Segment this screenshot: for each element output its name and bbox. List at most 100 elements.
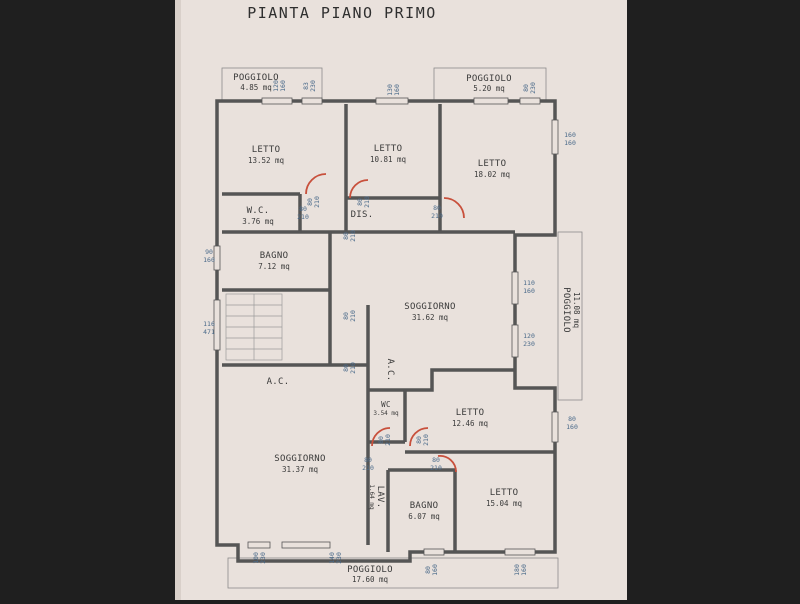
room-area: 1.64 mq: [368, 484, 375, 510]
room-area: 10.81 mq: [370, 155, 406, 164]
dimension-label: 80 210: [342, 230, 357, 242]
dimension-label: 80 210: [430, 456, 442, 472]
dim-width: 80: [377, 436, 385, 444]
dim-width: 80: [342, 232, 350, 240]
dim-width: 80: [306, 198, 314, 206]
window-soggiorno-east-2: [511, 324, 519, 358]
dim-height: 210: [363, 196, 371, 208]
window-soggiorno-east: [511, 271, 519, 305]
dimension-label: 120 160: [272, 80, 287, 92]
dimension-label: 80 230: [522, 82, 537, 94]
room-name: SOGGIORNO: [404, 302, 455, 312]
dimension-label: 80 210: [431, 204, 443, 220]
balcony-area: 4.85 mq: [240, 83, 272, 92]
dim-height: 160: [564, 139, 576, 147]
room-name: LAV.: [375, 486, 385, 509]
dim-width: 80: [415, 436, 423, 444]
dimension-label: 130 160: [386, 84, 401, 96]
dim-width: 100: [252, 552, 260, 564]
dim-height: 210: [384, 434, 392, 446]
dim-height: 160: [279, 80, 287, 92]
plan-title: PIANTA PIANO PRIMO: [247, 4, 437, 22]
dimension-label: 80 210: [362, 456, 374, 472]
dim-width: 80: [433, 204, 441, 212]
dim-width: 120: [523, 332, 535, 340]
balcony-name: POGGIOLO: [561, 287, 571, 333]
dimension-label: 140 230: [328, 552, 343, 564]
room-area: 18.02 mq: [474, 170, 510, 179]
dim-width: 80: [364, 456, 372, 464]
window-letto3-east: [551, 119, 559, 155]
door-wc2: [371, 427, 391, 447]
dimension-label: 80 210: [342, 362, 357, 374]
room-name: W.C.: [247, 206, 270, 216]
dim-height: 210: [430, 464, 442, 472]
balcony-area: 5.20 mq: [473, 84, 505, 93]
dim-width: 80: [342, 364, 350, 372]
dim-width: 80: [432, 456, 440, 464]
door-swings: [305, 173, 465, 473]
dim-height: 160: [566, 423, 578, 431]
balcony-area: 11.08 mq: [572, 292, 581, 328]
dim-height: 210: [362, 464, 374, 472]
wall-ac-box: [368, 368, 515, 392]
dimension-label: 80 160: [566, 415, 578, 431]
dim-width: 160: [564, 131, 576, 139]
dim-height: 210: [313, 196, 321, 208]
window-letto5-south: [504, 548, 536, 556]
dimension-label: 180 160: [513, 564, 528, 576]
room-name: BAGNO: [260, 251, 289, 261]
dim-height: 210: [349, 230, 357, 242]
dimension-label: 100 230: [252, 552, 267, 564]
window-letto1: [261, 97, 293, 105]
dim-width: 130: [386, 84, 394, 96]
paper-fold-shadow: [175, 0, 181, 600]
dim-height: 210: [349, 362, 357, 374]
room-name: LETTO: [374, 144, 403, 154]
door-letto1: [305, 173, 327, 195]
window-letto4-east: [551, 411, 559, 443]
dim-width: 116: [203, 320, 215, 328]
dimension-label: 80 210: [342, 310, 357, 322]
window-poggiolo-nw: [301, 97, 323, 105]
dimension-label: 83 230: [302, 80, 317, 92]
room-name: WC: [381, 400, 391, 409]
dim-width: 80: [424, 566, 432, 574]
room-area: 3.76 mq: [242, 217, 274, 226]
dim-height: 230: [523, 340, 535, 348]
dim-width: 140: [328, 552, 336, 564]
window-openings: [213, 97, 559, 556]
room-labels: LETTO 13.52 mq LETTO 10.81 mq LETTO 18.0…: [242, 144, 522, 521]
dim-height: 230: [335, 552, 343, 564]
room-name: LETTO: [456, 408, 485, 418]
balcony-e-outline: [557, 231, 583, 401]
balcony-s-outline: [227, 557, 559, 589]
dim-width: 120: [272, 80, 280, 92]
outer-wall: [215, 99, 557, 563]
balcony-area: 17.60 mq: [352, 575, 388, 584]
dim-height: 230: [309, 80, 317, 92]
room-area: 13.52 mq: [248, 156, 284, 165]
room-name: LETTO: [490, 488, 519, 498]
window-south-2: [281, 541, 331, 549]
dim-height: 160: [431, 564, 439, 576]
dim-height: 230: [529, 82, 537, 94]
window-south-1: [247, 541, 271, 549]
room-name: SOGGIORNO: [274, 454, 325, 464]
dim-height: 210: [431, 212, 443, 220]
dim-width: 80: [342, 312, 350, 320]
dimension-label: 80 210: [356, 196, 371, 208]
room-name: A.C.: [267, 377, 290, 387]
walls: [215, 99, 557, 563]
room-name: DIS.: [351, 210, 374, 220]
dim-height: 160: [203, 256, 215, 264]
dim-width: 180: [513, 564, 521, 576]
staircase: [225, 293, 283, 361]
dim-height: 160: [393, 84, 401, 96]
dimension-label: 90 160: [203, 248, 215, 264]
room-area: 12.46 mq: [452, 419, 488, 428]
dim-height: 210: [422, 434, 430, 446]
room-area: 31.62 mq: [412, 313, 448, 322]
room-name: A.C.: [385, 359, 395, 382]
